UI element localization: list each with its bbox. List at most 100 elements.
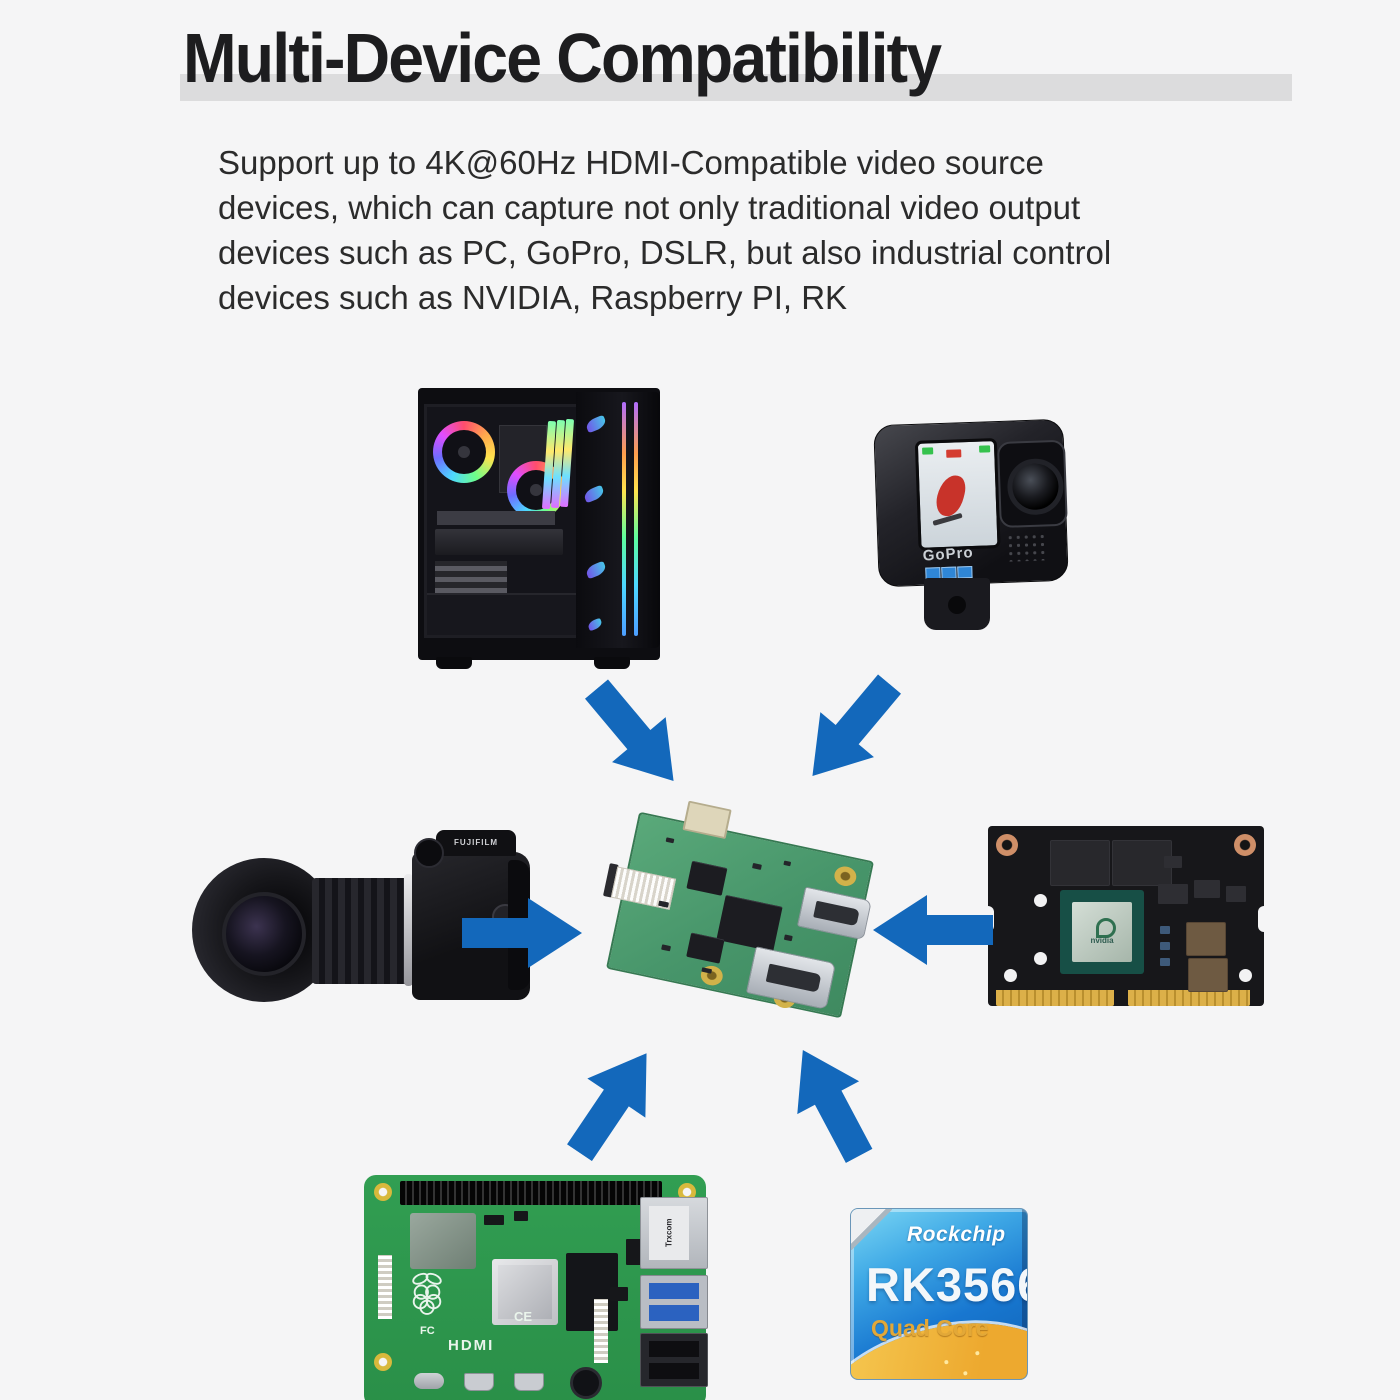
secondary-chip	[686, 860, 728, 896]
description: Support up to 4K@60Hz HDMI-Compatible vi…	[218, 140, 1111, 320]
chip-face: Rockchip RK3566 Quad Core	[850, 1208, 1028, 1380]
lens-silver-ring	[404, 874, 413, 986]
wave-dot	[975, 1350, 980, 1356]
nvidia-logo-icon	[1096, 918, 1116, 938]
gopro-action-camera: GoPro	[873, 418, 1072, 636]
av-jack	[570, 1367, 602, 1399]
gopro-logo-bar	[957, 565, 973, 579]
mounting-hole	[374, 1183, 392, 1201]
smd-component	[514, 1211, 528, 1221]
mode-dial	[414, 838, 444, 868]
mounting-hole	[1034, 894, 1047, 907]
arrow-dslr-to-card-icon	[462, 898, 582, 968]
mounting-hole	[1004, 969, 1017, 982]
fan-glint-icon	[582, 484, 606, 504]
description-line: Support up to 4K@60Hz HDMI-Compatible vi…	[218, 144, 1044, 181]
motherboard-edge	[437, 511, 555, 525]
arrow-pc-to-card-icon	[584, 679, 674, 781]
camera-connector	[594, 1299, 608, 1363]
fan-glint-icon	[584, 560, 608, 580]
hdmi-slot	[765, 963, 822, 993]
title-underline-bar	[180, 74, 1292, 101]
camera-body: GoPro	[873, 418, 1069, 588]
arrow-pi-to-card-icon	[567, 1053, 647, 1162]
arrow-jetson-to-card-icon	[873, 895, 993, 965]
rgb-light-strip	[634, 402, 638, 636]
mounting-hole	[374, 1353, 392, 1371]
capacitor	[1160, 942, 1170, 950]
fcc-mark: FC	[420, 1325, 435, 1337]
header-connector	[682, 800, 732, 840]
arrow-gopro-to-card-icon	[812, 674, 902, 776]
rockchip-logo: Rockchip	[907, 1223, 1006, 1246]
snowboarder-image	[933, 472, 969, 520]
rgb-fan-icon	[433, 421, 495, 483]
speaker-grille	[1006, 532, 1050, 562]
usb3-slot	[649, 1283, 699, 1299]
pci-slot-covers	[435, 561, 507, 593]
gold-edge-connector	[1128, 990, 1250, 1006]
pc-foot	[594, 657, 630, 669]
pc-foot	[436, 657, 472, 669]
smd-component	[610, 1287, 628, 1301]
wave-dot	[944, 1359, 949, 1365]
micro-hdmi-port	[464, 1373, 494, 1391]
mounting-hole	[678, 1183, 696, 1201]
camera-screen	[914, 438, 1001, 551]
smd-component	[484, 1215, 504, 1225]
description-line: devices, which can capture not only trad…	[218, 189, 1081, 226]
dsi-connector	[378, 1255, 392, 1319]
smd-component	[661, 944, 672, 952]
ethernet-port: Trxcom	[640, 1197, 708, 1269]
nvidia-soc-chip: nvidia	[1060, 890, 1144, 974]
description-line: devices such as NVIDIA, Raspberry PI, RK	[218, 279, 848, 316]
chip-subtitle: Quad Core	[871, 1315, 989, 1341]
hdmi-print: HDMI	[448, 1337, 495, 1354]
status-icon	[979, 445, 991, 453]
mounting-hole	[1239, 969, 1252, 982]
fan-glint-icon	[584, 414, 608, 434]
ce-mark: CE	[514, 1309, 533, 1324]
hdmi-capture-card	[598, 800, 882, 1022]
mount-hole	[948, 596, 966, 614]
chip-model: RK3566	[866, 1258, 1028, 1311]
ram-chip	[566, 1253, 618, 1331]
wave-dot	[963, 1370, 969, 1376]
dslr-camera: FUJIFILM	[192, 826, 530, 1014]
gold-edge-connector	[996, 990, 1114, 1006]
arrow-rk-to-card-icon	[797, 1050, 873, 1164]
memory-chip	[1112, 840, 1172, 886]
usb-c-power-port	[414, 1373, 444, 1389]
smd-component	[1194, 880, 1220, 898]
power-chip	[1188, 958, 1228, 992]
hdmi-slot	[813, 901, 860, 926]
usb2-slot	[649, 1363, 699, 1379]
mounting-hole	[996, 834, 1018, 856]
pc-front-panel	[576, 392, 660, 648]
lens-front-glass	[222, 892, 306, 976]
raspberry-pi-4-board: Trxcom FC CE HDMI	[364, 1175, 708, 1400]
soc-chip	[492, 1259, 558, 1325]
usb3-ports	[640, 1275, 708, 1329]
memory-chip	[1050, 840, 1110, 886]
smd-component	[783, 860, 792, 867]
capacitor	[1160, 926, 1170, 934]
capture-card-pcb	[603, 800, 875, 1019]
hdmi-port	[796, 886, 872, 941]
pin1-notch	[851, 1209, 892, 1250]
smd-component	[752, 862, 762, 870]
gpio-header	[400, 1181, 662, 1205]
gaming-pc-tower	[418, 388, 660, 669]
micro-hdmi-port	[514, 1373, 544, 1391]
jetson-pcb: nvidia	[988, 826, 1264, 1006]
hdmi-port	[745, 946, 837, 1010]
nvidia-logo-text: nvidia	[1090, 936, 1114, 945]
description-line: devices such as PC, GoPro, DSLR, but als…	[218, 234, 1112, 271]
mounting-hole	[1034, 952, 1047, 965]
lens-barrel	[312, 878, 408, 984]
raspberry-logo-icon	[412, 1272, 442, 1315]
graphics-card	[435, 529, 563, 555]
usb2-ports	[640, 1333, 708, 1387]
smd-component	[1158, 884, 1188, 904]
